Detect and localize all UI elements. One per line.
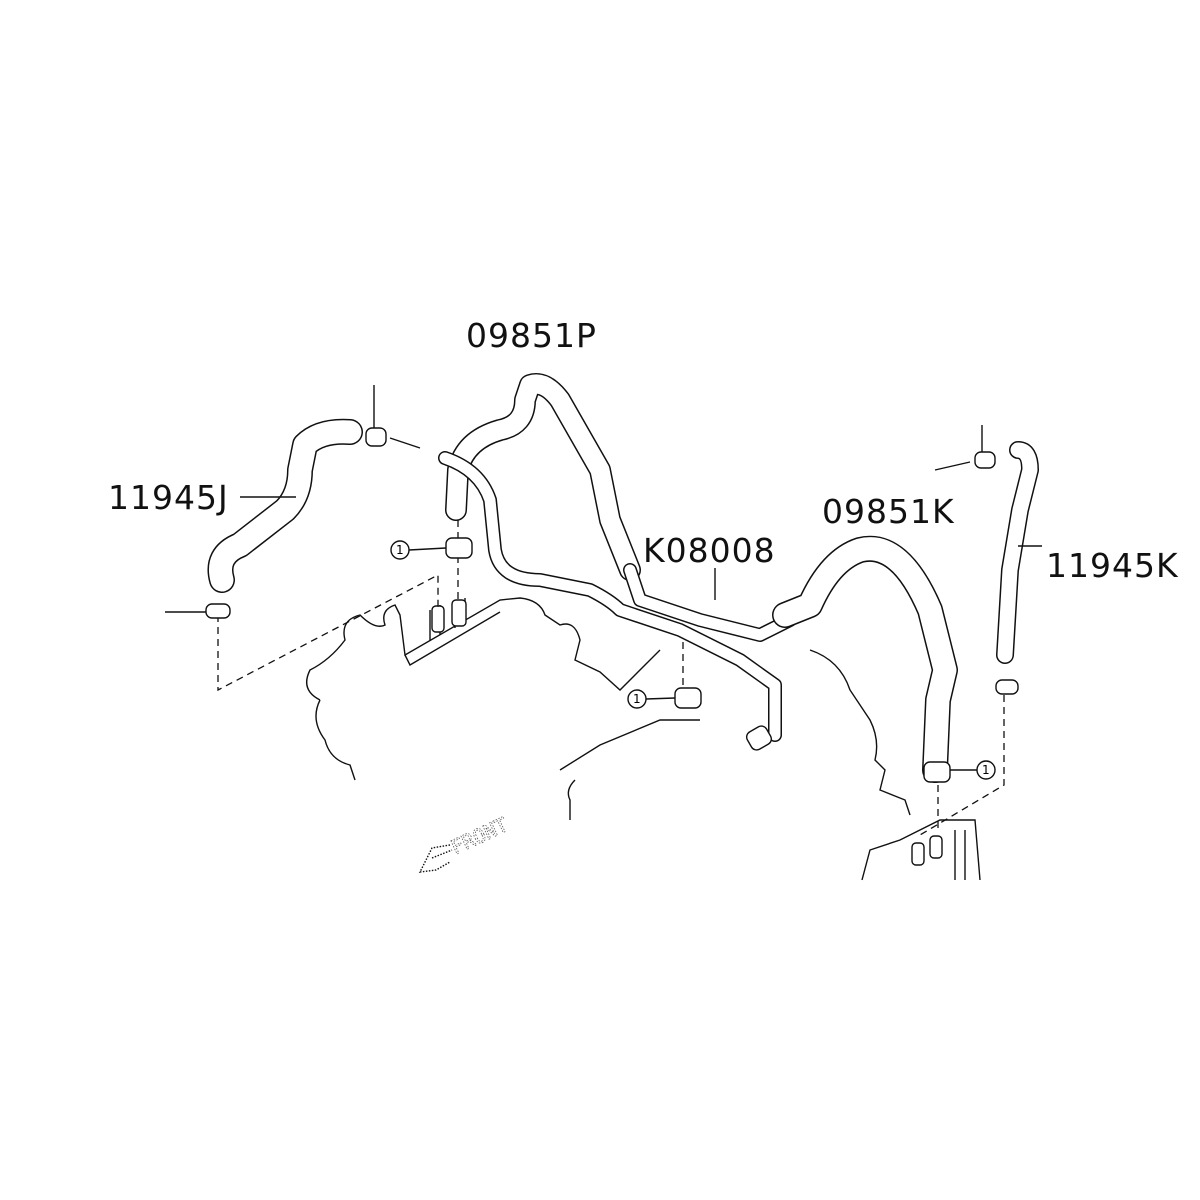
radiator-outline xyxy=(809,649,981,881)
clamp-callout-1a: 1 xyxy=(390,540,447,560)
clamp-callout-1c: 1 xyxy=(950,760,996,780)
svg-text:1: 1 xyxy=(633,692,641,706)
part-label-09851K: 09851K xyxy=(822,492,955,531)
part-label-K08008: K08008 xyxy=(643,531,776,570)
front-direction-marker: FRONT xyxy=(418,812,512,873)
part-label-09851P: 09851P xyxy=(466,316,597,355)
part-label-11945J: 11945J xyxy=(108,478,229,517)
svg-text:1: 1 xyxy=(396,543,404,557)
pipe-K08008[interactable] xyxy=(438,451,797,752)
hose-09851K[interactable] xyxy=(772,535,958,783)
svg-text:FRONT: FRONT xyxy=(447,812,512,859)
svg-text:1: 1 xyxy=(982,763,990,777)
engine-block-outline xyxy=(306,597,700,820)
part-label-11945K: 11945K xyxy=(1046,546,1179,585)
hose-clamps xyxy=(205,427,1019,783)
hose-11945K[interactable] xyxy=(996,441,1039,664)
hose-11945J[interactable] xyxy=(207,418,363,593)
clamp-callout-1b: 1 xyxy=(627,689,676,709)
hose-09851P[interactable] xyxy=(445,373,641,581)
